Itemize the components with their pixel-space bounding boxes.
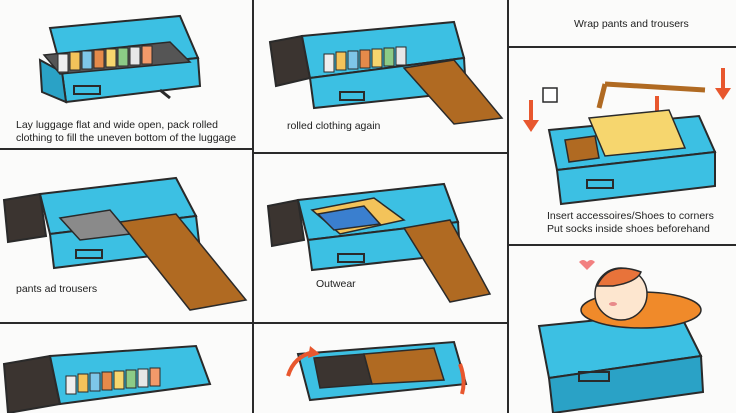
caption-step-4: pants ad trousers: [16, 283, 98, 295]
suitcase-rolled-again-illustration: [268, 20, 504, 125]
panel-step-9: [509, 246, 736, 413]
panel-step-4: pants ad trousers: [0, 150, 252, 322]
caption-step-6: Insert accessoires/Shoes to corners Put …: [547, 210, 714, 236]
panel-step-8: [254, 324, 507, 413]
divider-left: [252, 0, 254, 413]
caption-step-1-line-1: Lay luggage flat and wide open, pack rol…: [16, 119, 218, 131]
suitcase-accessories-illustration: [523, 68, 731, 206]
divider-row1-mid: [254, 152, 507, 154]
divider-top-right: [509, 46, 736, 48]
caption-step-6-line-1: Insert accessoires/Shoes to corners: [547, 210, 714, 222]
divider-row2-left: [0, 322, 252, 324]
panel-step-5: Outwear: [254, 154, 507, 322]
caption-step-5: Outwear: [316, 278, 356, 290]
caption-step-1-line-2: clothing to fill the uneven bottom of th…: [16, 132, 237, 144]
panel-step-2: rolled clothing again: [254, 0, 507, 152]
divider-right: [507, 0, 509, 413]
panel-step-3: Wrap pants and trousers: [509, 0, 736, 46]
suitcase-rolled-illustration: [38, 14, 202, 104]
suitcase-zipping-illustration: [286, 340, 468, 402]
divider-row1-left: [0, 148, 252, 150]
girl-on-suitcase-illustration: [537, 260, 705, 413]
caption-step-2: rolled clothing again: [287, 120, 381, 132]
caption-step-6-line-2: Put socks inside shoes beforehand: [547, 223, 710, 235]
suitcase-outwear-illustration: [266, 182, 492, 303]
caption-step-3: Wrap pants and trousers: [574, 18, 689, 30]
divider-mid-right: [509, 244, 736, 246]
suitcase-closing-illustration: [2, 344, 212, 413]
caption-step-1: Lay luggage flat and wide open, pack rol…: [16, 119, 236, 145]
panel-step-7: [0, 324, 252, 413]
panel-step-1: Lay luggage flat and wide open, pack rol…: [0, 0, 252, 148]
divider-row2-mid: [254, 322, 507, 324]
suitcase-pants-illustration: [2, 176, 248, 311]
panel-step-6: Insert accessoires/Shoes to corners Put …: [509, 48, 736, 244]
